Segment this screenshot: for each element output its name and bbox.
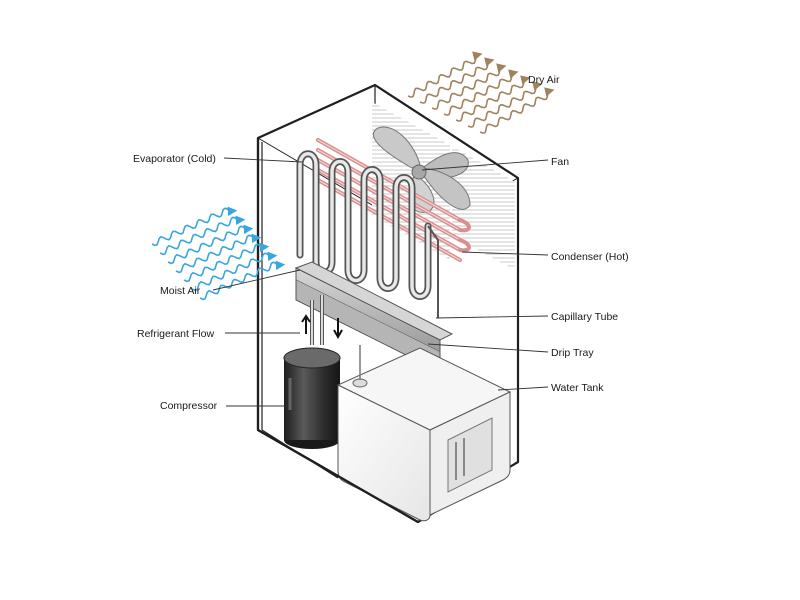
dry-air-arrow [443,69,519,116]
leader-capillary [435,315,549,319]
moist-air-arrow [159,215,246,256]
fan-hub [411,164,427,180]
dry-air-arrow [407,51,483,98]
water-tank-front [337,384,431,522]
moist-air-arrow [199,260,286,301]
moist-air-arrow [167,224,254,265]
moist-air-arrow [183,242,270,283]
moist-air-arrows [151,206,286,301]
leader-fan [421,159,549,171]
label-refrigerant-flow: Refrigerant Flow [137,328,214,340]
dry-air-arrow [419,57,495,104]
labels: Dry Air Fan Evaporator (Cold) Condenser … [133,74,629,412]
refrigerant-up-arrow [301,314,311,334]
dry-air-arrow [467,81,543,128]
leader-lines [212,157,549,407]
label-capillary-tube: Capillary Tube [551,311,618,323]
water-tank-inlet [352,378,368,388]
dry-air-arrow [455,75,531,122]
water-tank [336,345,512,522]
leader-water-tank [497,386,549,391]
label-drip-tray: Drip Tray [551,347,594,359]
label-compressor: Compressor [160,400,218,412]
fan-blade-1 [372,126,421,169]
side-grille [452,146,515,270]
dry-air-arrow [479,87,555,134]
leader-evaporator [223,157,303,163]
label-fan: Fan [551,156,569,168]
compressor [283,347,341,449]
moist-air-arrow [191,251,278,292]
dry-air-arrows [407,51,555,134]
label-dry-air: Dry Air [528,74,560,86]
label-evaporator: Evaporator (Cold) [133,153,216,165]
refrigerant-pipes [301,295,343,345]
label-water-tank: Water Tank [551,382,604,394]
label-condenser: Condenser (Hot) [551,251,629,263]
dry-air-arrow [431,63,507,110]
leader-moist-air [212,269,301,291]
fan-blade-4 [421,167,471,210]
leader-condenser [461,251,549,256]
refrigerant-down-arrow [333,318,343,340]
moist-air-arrow [175,233,262,274]
drip-tray [294,261,454,373]
moist-air-arrow [151,206,238,247]
leader-drip-tray [427,343,549,353]
water-tank-handle [447,417,493,493]
fan [372,126,471,213]
capillary-tube [427,225,439,318]
label-moist-air: Moist Air [160,285,201,297]
condenser-coil [316,138,471,262]
